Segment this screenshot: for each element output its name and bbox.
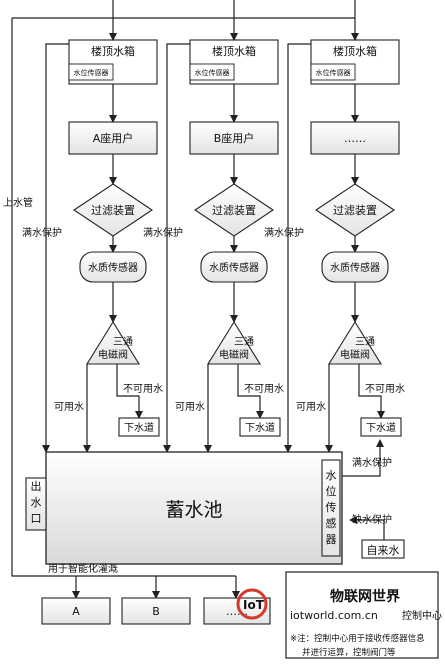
filter-label-b: 过滤装置: [212, 204, 256, 217]
sensor-protect-lines: [342, 439, 385, 540]
reservoir-level-sensor: [321, 459, 341, 557]
control-center-label: 控制中心: [402, 609, 442, 622]
overflow-line-a: [42, 43, 69, 453]
overflow-label-c: 满水保护: [264, 226, 304, 239]
tank-level-sensor-c: [310, 63, 356, 81]
note-line-1: ※注：控制中心用于接收传感器信息: [290, 633, 425, 644]
output-b-label: B: [152, 605, 160, 618]
outlet-box: [25, 477, 47, 531]
filter-label-a: 过滤装置: [91, 204, 135, 217]
tank-level-sensor-b: [189, 63, 235, 81]
note-line-2: 并进行运算，控制阀门等: [302, 647, 396, 658]
quality-sensor-label-b: 水质传感器: [209, 261, 259, 274]
valve-label-line2-c: 电磁阀: [340, 348, 370, 361]
svg-text:传: 传: [326, 501, 337, 514]
watermark-logo: IoT: [236, 588, 268, 620]
overflow-line-b: [163, 43, 190, 453]
user-label-b: B座用户: [214, 131, 255, 145]
valve-label-line2-a: 电磁阀: [98, 348, 128, 361]
reservoir: [45, 451, 343, 565]
user-label-a: A座用户: [93, 131, 134, 145]
user-label-c: ……: [344, 132, 366, 145]
output-a-label: A: [72, 605, 80, 618]
unusable-label-b: 不可用水: [244, 383, 284, 395]
tank-label-b: 楼顶水箱: [212, 44, 256, 58]
unusable-label-a: 不可用水: [123, 383, 163, 395]
tank-level-sensor-label-c: 水位传感器: [316, 68, 351, 77]
irrigation-label: 用于智能化灌溉: [48, 562, 118, 575]
drain-label-c: 下水道: [366, 421, 396, 434]
reservoir-sensor-label: 水 位 传 感 器: [326, 469, 337, 546]
tank-level-sensor-label-a: 水位传感器: [74, 68, 109, 77]
valve-label-line1-b: 三通: [234, 336, 254, 348]
svg-text:IoT: IoT: [243, 598, 265, 612]
valve-label-line1-a: 三通: [113, 336, 133, 348]
overflow-label-a: 满水保护: [22, 226, 62, 239]
flow-unusable-b: [237, 364, 264, 419]
drain-label-b: 下水道: [245, 421, 275, 434]
output-a-box: [41, 597, 111, 625]
drain-c: [360, 417, 402, 437]
svg-text:口: 口: [31, 512, 42, 525]
low-protect-label: 缺水保护: [352, 513, 392, 526]
drain-b: [239, 417, 281, 437]
reservoir-label: 蓄水池: [165, 499, 222, 521]
overflow-label-b: 满水保护: [143, 226, 183, 239]
watermark-title: 物联网世界: [330, 588, 401, 605]
supply-riser: [11, 0, 359, 480]
quality-sensor-label-c: 水质传感器: [330, 261, 380, 274]
flow-unusable-c: [358, 364, 385, 419]
flow-unusable-a: [116, 364, 143, 419]
tank-label-c: 楼顶水箱: [333, 44, 377, 58]
usable-label-b: 可用水: [175, 401, 205, 413]
valve-a: [86, 320, 140, 365]
svg-text:位: 位: [326, 484, 337, 498]
svg-text:出: 出: [31, 479, 42, 493]
irrigation-lines: [11, 480, 240, 599]
valve-label-line1-c: 三通: [355, 336, 375, 348]
tank-level-sensor-label-b: 水位传感器: [195, 68, 230, 77]
full-protect-label: 满水保护: [352, 456, 392, 469]
svg-text:水: 水: [326, 469, 337, 482]
user-c: [310, 121, 400, 155]
riser-label: 上水管: [3, 196, 33, 209]
tap-water-box: [361, 539, 405, 559]
control-center-box: [285, 571, 439, 659]
tank-level-sensor-a: [68, 63, 114, 81]
drain-label-a: 下水道: [124, 421, 154, 434]
svg-text:感: 感: [326, 517, 337, 530]
quality-sensor-label-a: 水质传感器: [88, 261, 138, 274]
usable-label-c: 可用水: [296, 401, 326, 413]
overflow-line-c: [284, 43, 311, 453]
valve-b: [207, 320, 261, 365]
output-b-box: [121, 597, 191, 625]
svg-text:水: 水: [31, 496, 42, 509]
usable-label-a: 可用水: [54, 401, 84, 413]
unusable-label-c: 不可用水: [365, 383, 405, 395]
valve-c: [328, 320, 382, 365]
valve-label-line2-b: 电磁阀: [219, 348, 249, 361]
drain-a: [118, 417, 160, 437]
filter-label-c: 过滤装置: [333, 204, 377, 217]
watermark-url: iotworld.com.cn: [290, 609, 378, 622]
tank-label-a: 楼顶水箱: [91, 44, 135, 58]
svg-text:器: 器: [326, 533, 337, 546]
tap-water-label: 自来水: [367, 544, 400, 557]
outlet-label: 出 水 口: [31, 479, 42, 525]
